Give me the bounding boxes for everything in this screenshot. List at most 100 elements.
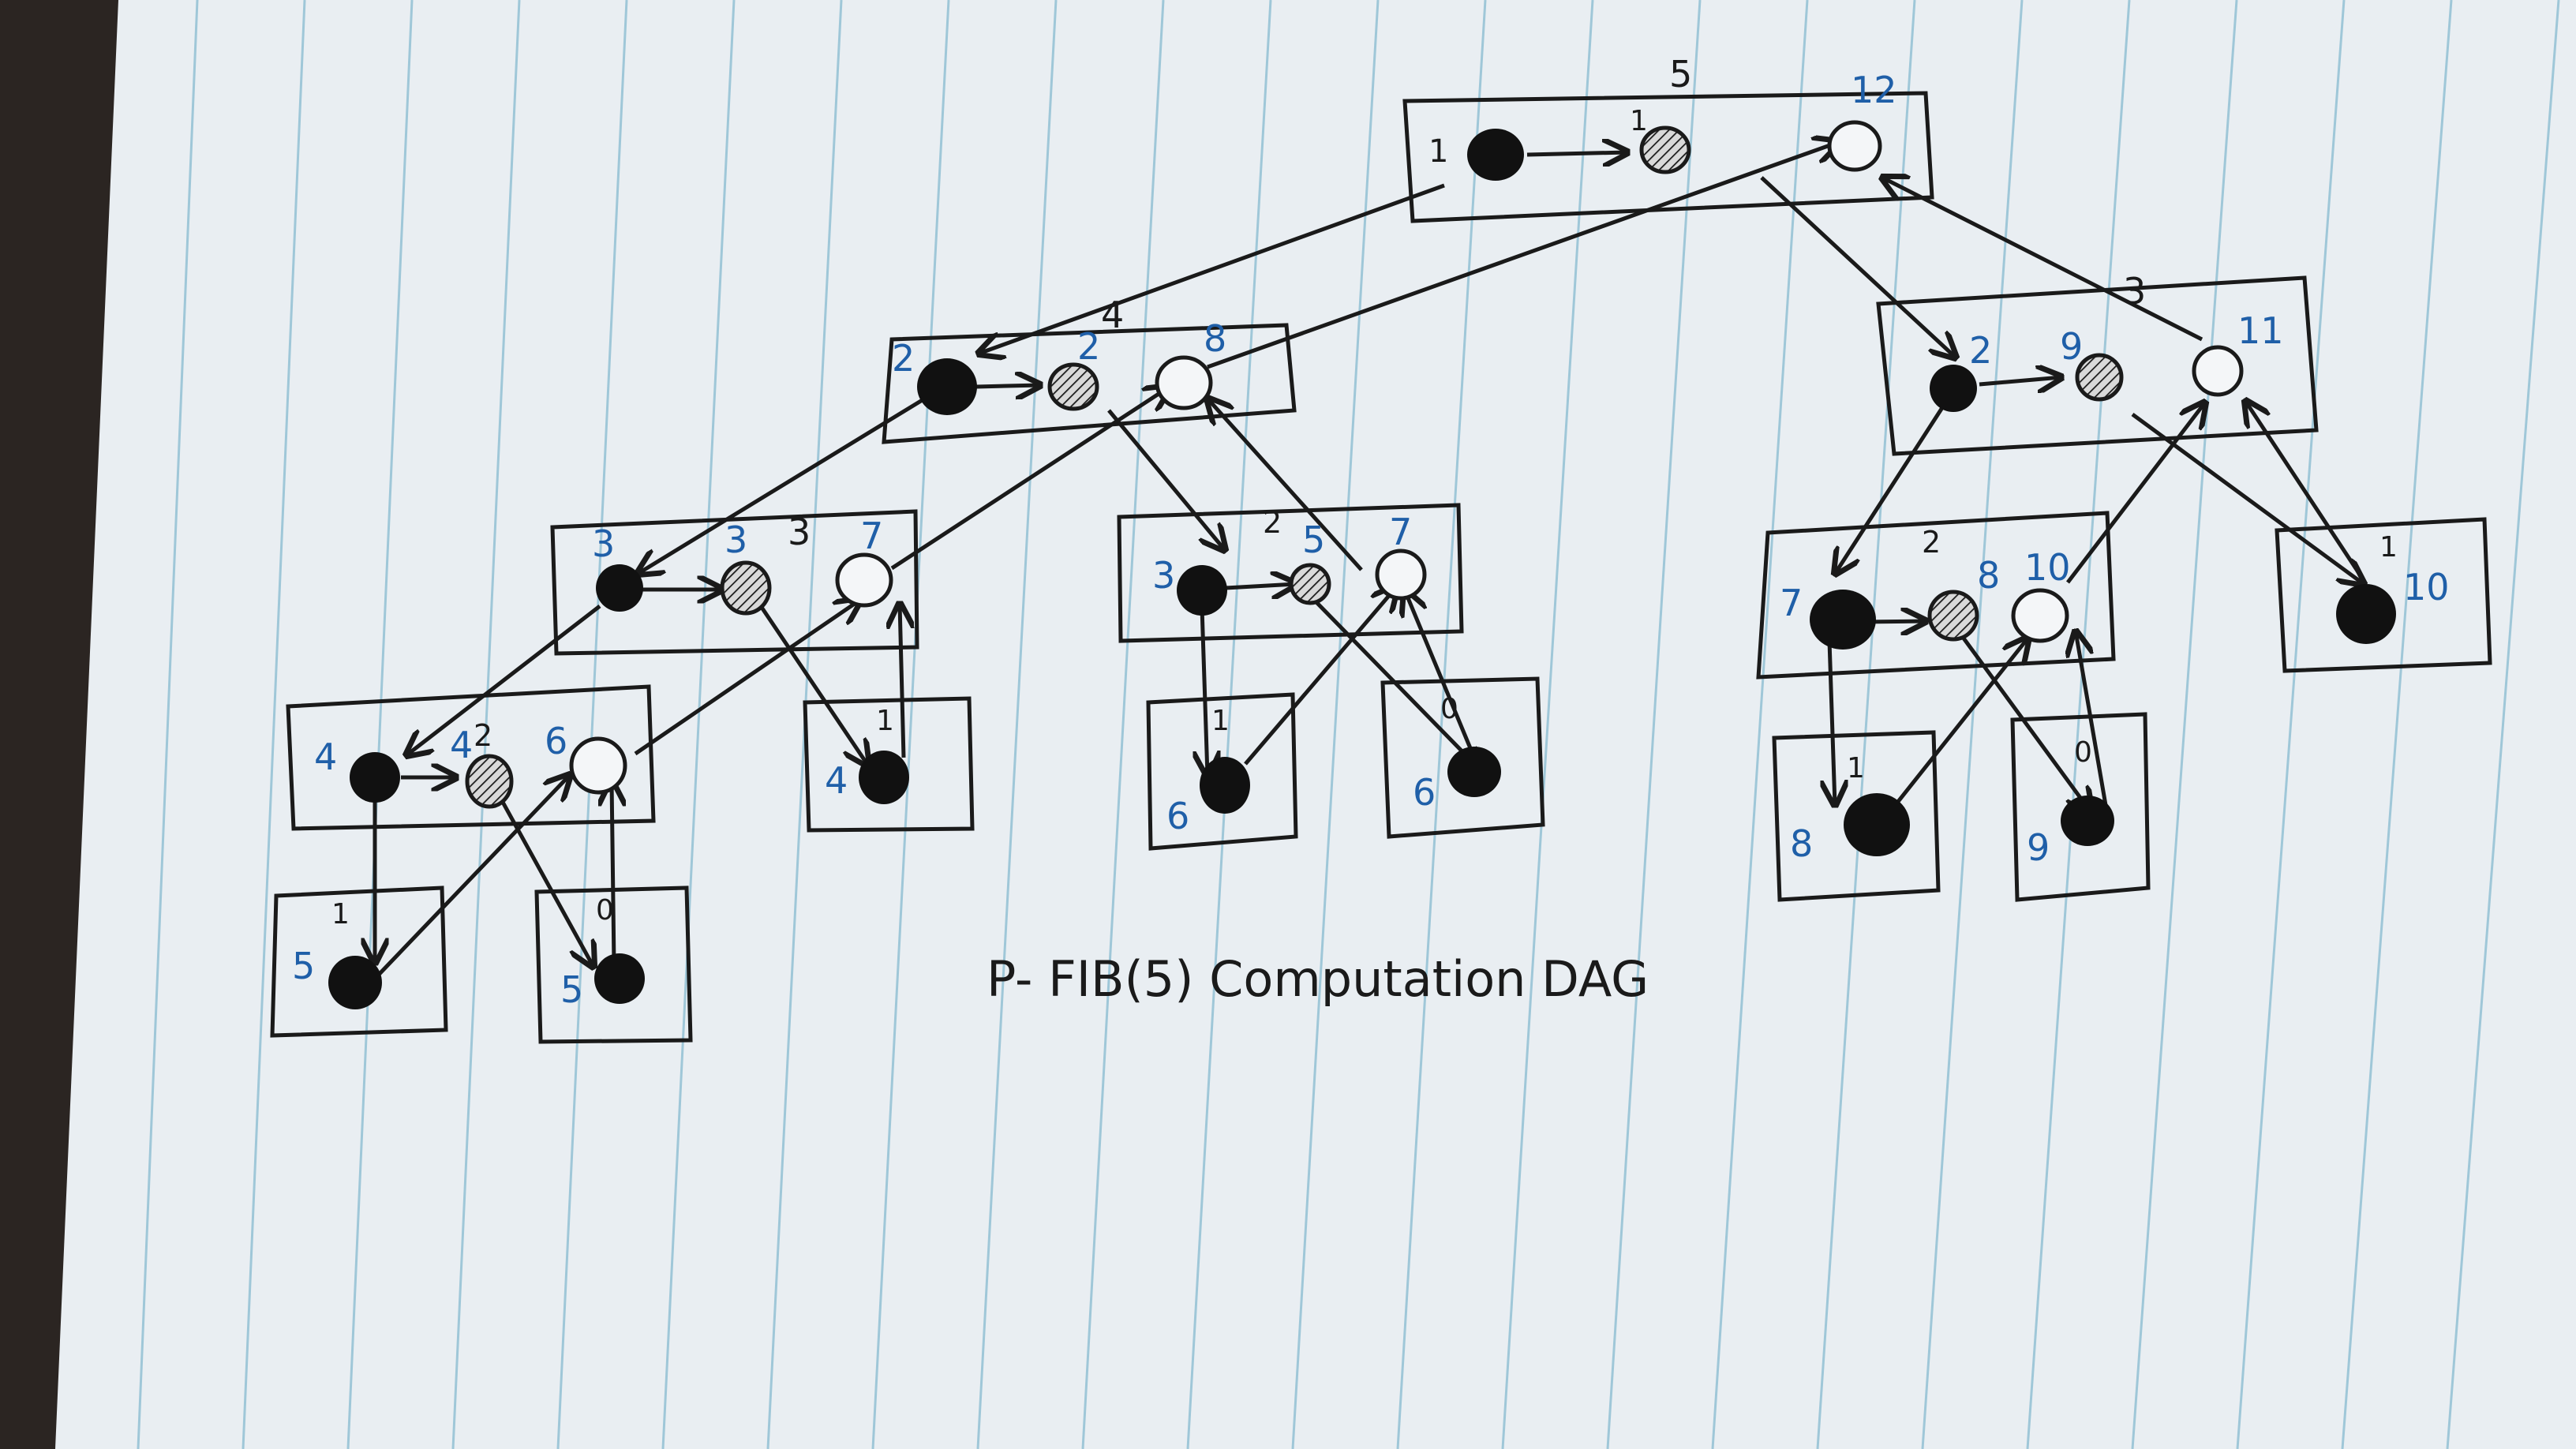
blue-p3l-white: 7 bbox=[860, 515, 883, 557]
strand-p0a-black bbox=[1447, 747, 1501, 797]
strand-p4-hatched bbox=[1047, 362, 1099, 411]
blue-p2l-black: 4 bbox=[314, 736, 337, 778]
frame-p1d bbox=[270, 886, 448, 1038]
ruled-line bbox=[1081, 0, 1165, 1449]
blue-p1c-black: 8 bbox=[1790, 822, 1813, 865]
frame-p0b bbox=[2010, 712, 2151, 902]
strand-label-p5-black: 1 bbox=[1428, 133, 1448, 170]
ruled-line bbox=[2131, 0, 2238, 1449]
arg-p4: 4 bbox=[1101, 294, 1124, 336]
blue-p4-white: 8 bbox=[1204, 317, 1226, 360]
frame-p4 bbox=[882, 323, 1297, 444]
blue-p0c-black: 5 bbox=[560, 968, 583, 1011]
strand-p0b-black bbox=[2061, 796, 2114, 846]
strand-p2m-white bbox=[1375, 549, 1427, 601]
ruled-line bbox=[2026, 0, 2131, 1449]
ruled-line bbox=[1816, 0, 1916, 1449]
blue-p1d-black: 5 bbox=[292, 945, 315, 987]
ruled-line bbox=[1711, 0, 1809, 1449]
blue-p1b-black: 6 bbox=[1166, 795, 1189, 837]
blue-p2r-black: 7 bbox=[1780, 582, 1803, 624]
frame-p0c bbox=[534, 886, 693, 1044]
arg-p1d: 1 bbox=[331, 898, 350, 930]
ruled-line bbox=[556, 0, 628, 1449]
blue-p2m-black: 3 bbox=[1152, 554, 1175, 597]
strand-p3r-hatched bbox=[2075, 353, 2124, 402]
strand-p1r-black bbox=[2336, 584, 2396, 644]
strand-p4-white bbox=[1155, 355, 1213, 410]
blue-p2r-white: 10 bbox=[2024, 546, 2071, 589]
arg-p3r: 3 bbox=[2123, 270, 2146, 313]
ruled-line bbox=[242, 0, 306, 1449]
strand-p3l-black bbox=[596, 564, 643, 612]
strand-p3r-black bbox=[1930, 365, 1977, 412]
blue-p3l-hatched: 3 bbox=[724, 519, 747, 561]
arg-p3l: 3 bbox=[788, 511, 811, 553]
strand-p1b-black bbox=[1200, 757, 1250, 814]
frame-p1a bbox=[803, 696, 975, 833]
frame-p2r bbox=[1756, 511, 2116, 680]
strand-p1c-black bbox=[1844, 793, 1910, 856]
arg-p1b: 1 bbox=[1211, 705, 1230, 737]
strand-p2m-black bbox=[1177, 565, 1227, 616]
blue-p2m-white: 7 bbox=[1389, 511, 1412, 553]
ruled-lines bbox=[137, 0, 2560, 1449]
blue-p0b-black: 9 bbox=[2027, 826, 2050, 869]
arg-p2l: 2 bbox=[474, 718, 492, 753]
ruled-line bbox=[137, 0, 199, 1449]
blue-p1r-black: 10 bbox=[2403, 566, 2450, 608]
ruled-line bbox=[1186, 0, 1272, 1449]
procedure-frames bbox=[270, 91, 2492, 1044]
strand-p5-hatched bbox=[1639, 125, 1691, 174]
blue-p5-white: 12 bbox=[1851, 69, 1897, 111]
frame-p3l bbox=[550, 509, 919, 656]
frame-p0a bbox=[1380, 676, 1545, 839]
strand-p1a-black bbox=[859, 751, 909, 804]
strand-p2r-black bbox=[1810, 590, 1876, 650]
ruled-line bbox=[1501, 0, 1594, 1449]
dag-strands bbox=[328, 120, 2396, 1009]
arg-p0a: 0 bbox=[1440, 693, 1458, 725]
arg-p0b: 0 bbox=[2074, 736, 2092, 769]
arg-p2r: 2 bbox=[1922, 525, 1941, 560]
ruled-line bbox=[2446, 0, 2560, 1449]
ruled-line bbox=[976, 0, 1058, 1449]
strand-p3l-white bbox=[835, 552, 893, 608]
ruled-line bbox=[451, 0, 521, 1449]
arg-p1c: 1 bbox=[1847, 752, 1865, 784]
paper-sheet bbox=[55, 0, 2576, 1449]
ruled-line bbox=[346, 0, 414, 1449]
blue-p1a-black: 4 bbox=[825, 759, 848, 802]
diagram-title: P- FIB(5) Computation DAG bbox=[987, 950, 1649, 1008]
arg-p0c: 0 bbox=[596, 894, 614, 927]
frame-p1b bbox=[1146, 692, 1298, 851]
frame-p5 bbox=[1402, 91, 1934, 223]
strand-p2m-hatched bbox=[1289, 563, 1331, 605]
strand-p2l-hatched bbox=[465, 754, 514, 809]
arg-p1r: 1 bbox=[2379, 531, 2398, 564]
blue-p3l-black: 3 bbox=[592, 522, 615, 565]
ruled-line bbox=[2236, 0, 2346, 1449]
strand-p5-white bbox=[1827, 120, 1882, 172]
strand-p3r-white bbox=[2192, 345, 2244, 397]
dag-edges bbox=[375, 142, 2366, 980]
ruled-line bbox=[1606, 0, 1702, 1449]
strand-label-p5-hatched: 1 bbox=[1630, 105, 1648, 137]
blue-p2r-hatched: 8 bbox=[1977, 554, 2000, 597]
strand-p2l-white bbox=[569, 736, 627, 795]
blue-p2l-white: 6 bbox=[545, 720, 567, 762]
strand-p2r-hatched bbox=[1927, 590, 1979, 642]
arg-p1a: 1 bbox=[876, 705, 894, 737]
strand-p1d-black bbox=[328, 956, 382, 1009]
strand-p3l-hatched bbox=[720, 560, 772, 616]
ruled-line bbox=[1396, 0, 1487, 1449]
strand-p0c-black bbox=[594, 953, 645, 1004]
arg-p2m: 2 bbox=[1263, 505, 1282, 540]
frame-p2l bbox=[286, 684, 656, 831]
frame-p2m bbox=[1117, 503, 1464, 643]
blue-step-labels: 1 12 2 2 8 2 9 11 3 3 7 3 5 7 7 8 10 10 … bbox=[292, 69, 2450, 1011]
blue-p2m-hatched: 5 bbox=[1302, 519, 1325, 561]
blue-p3r-black: 2 bbox=[1969, 329, 1992, 372]
blue-p3r-hatched: 9 bbox=[2060, 325, 2083, 368]
